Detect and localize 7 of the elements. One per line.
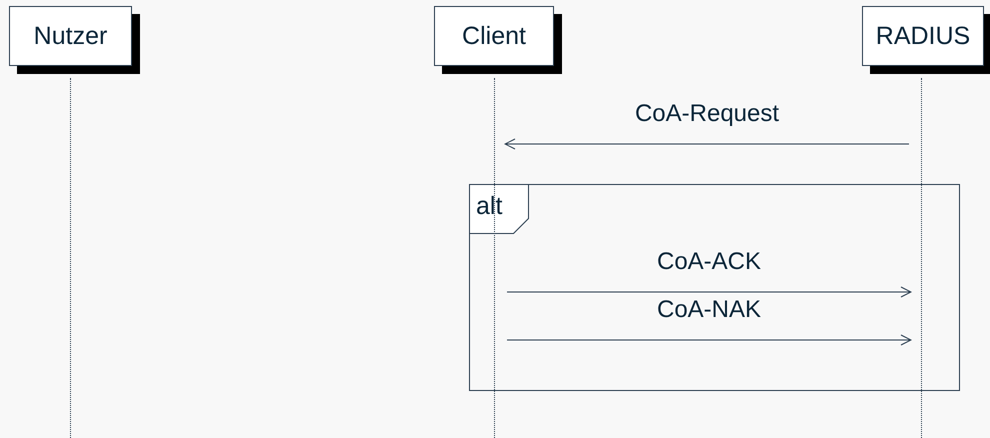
message-arrow [506, 286, 912, 298]
lifeline [494, 78, 495, 438]
frame-operator: alt [475, 192, 504, 221]
message-arrow [506, 334, 912, 346]
lifeline [70, 78, 71, 438]
message-arrow [504, 138, 910, 150]
lifeline [921, 78, 922, 438]
